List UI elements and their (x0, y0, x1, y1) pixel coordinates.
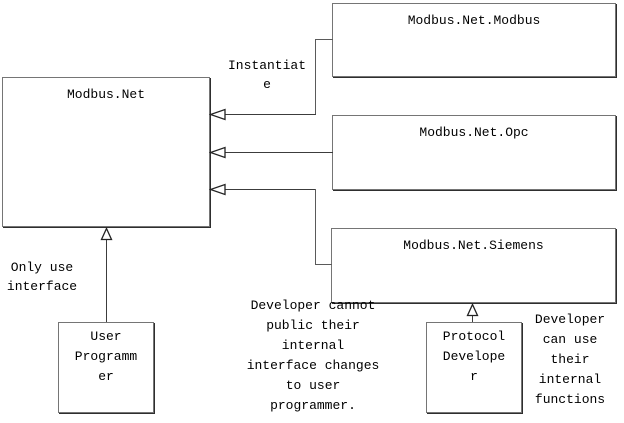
class-box-modbus-net-siemens: Modbus.Net.Siemens (331, 228, 616, 303)
class-title-modbus-net-siemens: Modbus.Net.Siemens (403, 238, 544, 253)
class-box-modbus-net-modbus: Modbus.Net.Modbus (332, 3, 616, 77)
arrowhead-left-opc-icon (209, 146, 226, 159)
arrowhead-up-user-icon (100, 227, 113, 241)
class-box-modbus-net: Modbus.Net (2, 77, 210, 227)
arrowhead-up-protocol-icon (466, 303, 479, 317)
edge-modbus-arrow-line (225, 114, 316, 115)
edge-siemens-vertical (315, 189, 316, 265)
class-title-modbus-net-opc: Modbus.Net.Opc (419, 125, 529, 140)
label-instantiate: Instantiat e (227, 58, 306, 92)
edge-modbus-vertical (315, 39, 316, 115)
edge-siemens-stub (315, 264, 332, 265)
edge-siemens-arrow-line (225, 189, 316, 190)
class-title-modbus-net: Modbus.Net (66, 87, 145, 102)
actor-box-user-programmer: User Programm er (58, 322, 154, 413)
label-developer-can: Developer can use their internal functio… (534, 312, 606, 407)
edge-opc-arrow-line (225, 152, 333, 153)
arrowhead-left-siemens-icon (209, 183, 226, 196)
edge-protocol-vertical (472, 315, 473, 322)
edge-user-vertical (106, 239, 107, 322)
actor-label-protocol-developer: Protocol Develope r (442, 329, 506, 384)
label-developer-cannot: Developer cannot public their internal i… (246, 298, 380, 413)
actor-box-protocol-developer: Protocol Develope r (426, 322, 522, 413)
edge-modbus-stub (315, 39, 333, 40)
class-box-modbus-net-opc: Modbus.Net.Opc (332, 115, 616, 190)
class-title-modbus-net-modbus: Modbus.Net.Modbus (407, 13, 541, 28)
actor-label-user-programmer: User Programm er (74, 329, 138, 384)
arrowhead-left-modbus-icon (209, 108, 226, 121)
label-only-use-interface: Only use interface (6, 260, 78, 294)
